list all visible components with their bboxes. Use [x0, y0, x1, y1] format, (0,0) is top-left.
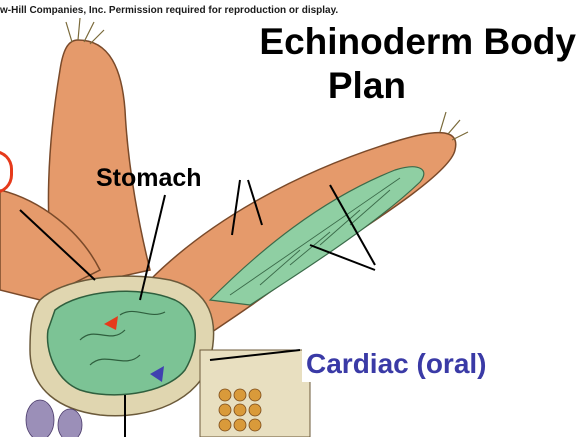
copyright-notice: w-Hill Companies, Inc. Permission requir…	[0, 5, 338, 16]
arm-tip-bristles	[66, 18, 104, 44]
stomach	[47, 291, 195, 395]
page-title: Echinoderm Body Plan	[116, 20, 576, 108]
stomach-label: Stomach	[96, 164, 202, 193]
title-line-2: Plan	[116, 64, 576, 108]
title-line-1: Echinoderm Body	[116, 20, 576, 64]
cardiac-label: Cardiac (oral)	[302, 346, 491, 382]
ampullae	[219, 389, 261, 431]
